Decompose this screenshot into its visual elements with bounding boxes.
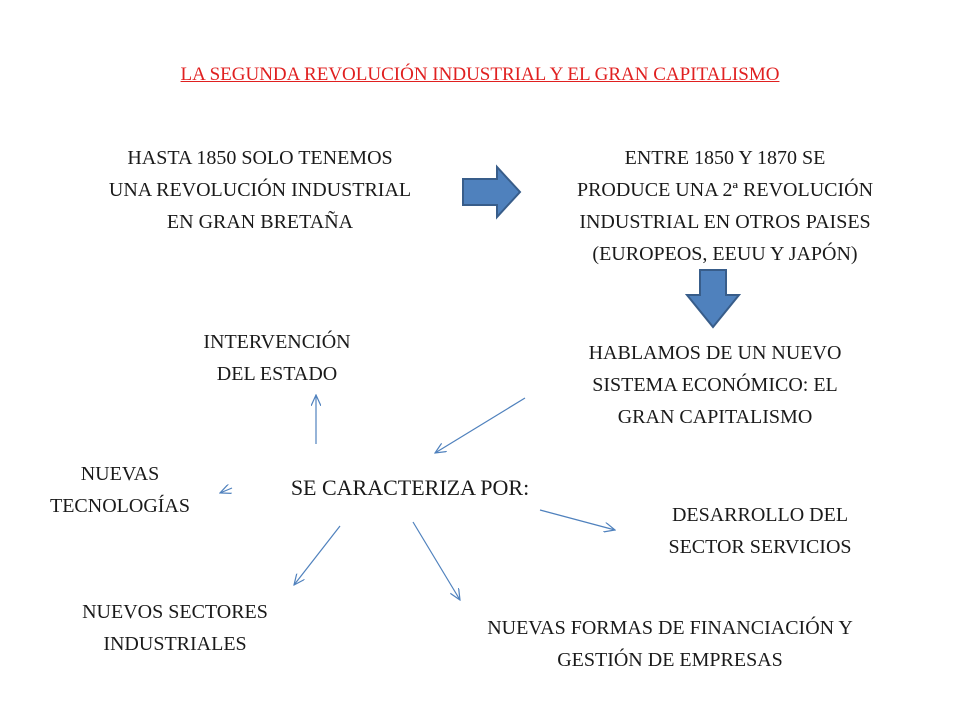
- block-arrow-down: [684, 269, 742, 329]
- node-nuevo-sistema: HABLAMOS DE UN NUEVO SISTEMA ECONÓMICO: …: [588, 342, 842, 428]
- arrow-to-nuevas-tecnologias: [220, 488, 233, 493]
- node-entre-1850-1870: ENTRE 1850 Y 1870 SE PRODUCE UNA 2ª REVO…: [576, 147, 874, 265]
- node-hasta-1850: HASTA 1850 SOLO TENEMOS UNA REVOLUCIÓN I…: [108, 147, 412, 233]
- diagram-title: LA SEGUNDA REVOLUCIÓN INDUSTRIAL Y EL GR…: [180, 64, 780, 85]
- arrow-sistema-to-caracteriza: [435, 397, 526, 453]
- arrow-to-nuevas-formas: [412, 521, 460, 600]
- node-nuevas-tecnologias: NUEVAS TECNOLOGÍAS: [50, 463, 190, 517]
- block-arrow-right: [462, 164, 522, 220]
- arrow-to-desarrollo-servicios: [539, 509, 615, 530]
- arrow-to-nuevos-sectores: [294, 525, 341, 585]
- node-nuevas-formas: NUEVAS FORMAS DE FINANCIACIÓN Y GESTIÓN …: [487, 617, 853, 671]
- node-intervencion-estado: INTERVENCIÓN DEL ESTADO: [203, 331, 351, 385]
- node-se-caracteriza: SE CARACTERIZA POR:: [290, 475, 530, 500]
- node-desarrollo-servicios: DESARROLLO DEL SECTOR SERVICIOS: [668, 504, 852, 558]
- node-nuevos-sectores: NUEVOS SECTORES INDUSTRIALES: [82, 601, 268, 655]
